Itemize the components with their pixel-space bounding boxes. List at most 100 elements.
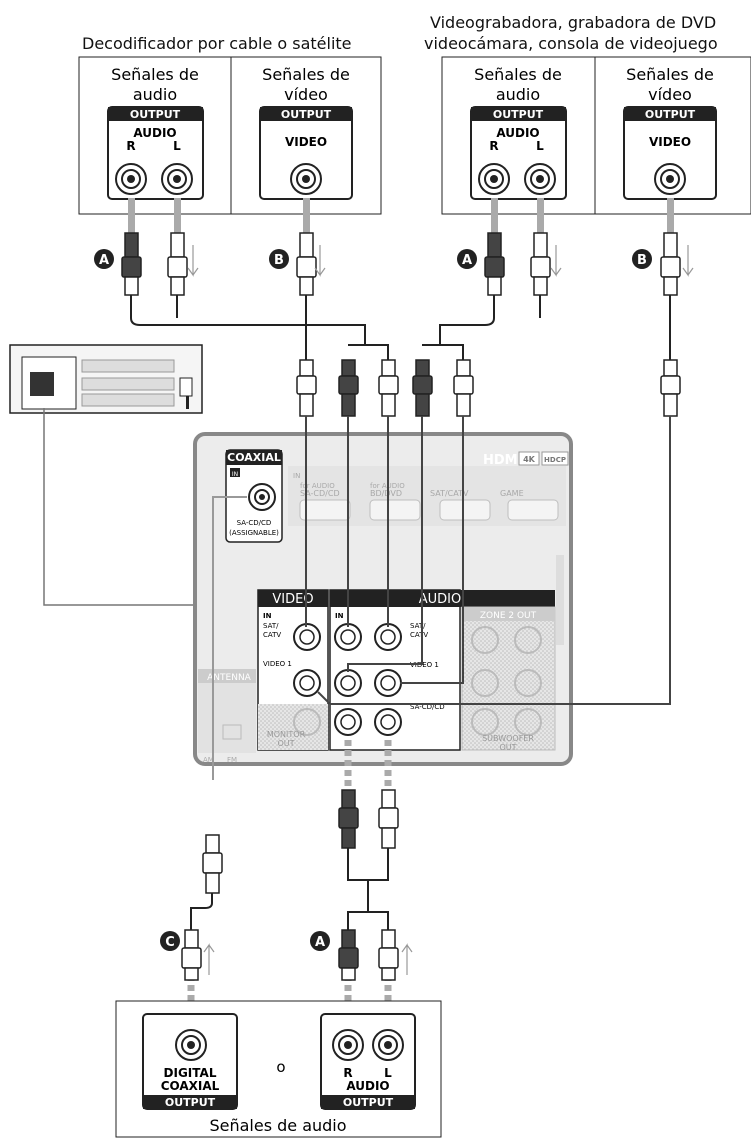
monitor-label-1: MONITOR xyxy=(267,730,306,739)
label-a-vcr-text: A xyxy=(462,253,472,268)
plug-mid-cable-video xyxy=(296,359,317,417)
subwoofer-label-2: OUT xyxy=(499,743,516,752)
vcr-video-text: VIDEO xyxy=(649,135,691,149)
cable-video-label-2: vídeo xyxy=(284,85,328,104)
vcr-audio-label-2: audio xyxy=(496,85,540,104)
audio-satcatv-2: CATV xyxy=(410,631,428,639)
bottom-wires xyxy=(190,848,389,930)
receiver-panel: COAXIAL IN SA-CD/CD (ASSIGNABLE) IN for … xyxy=(193,432,573,766)
insertion-arrows xyxy=(128,198,674,234)
audio-header: AUDIO xyxy=(419,592,462,607)
direction-arrows-bottom xyxy=(203,943,413,975)
badge-hdcp: HDCP xyxy=(544,456,566,464)
label-a-cable xyxy=(94,249,114,269)
coaxial-sacd: SA-CD/CD xyxy=(237,519,272,527)
vcr-audio-text: AUDIO xyxy=(496,126,539,140)
cable-video-output-text: OUTPUT xyxy=(281,108,332,121)
arrow-cable-r xyxy=(128,198,135,234)
cable-l-text: L xyxy=(173,139,181,153)
digital-coaxial-block xyxy=(142,1013,238,1110)
bottom-dashed-arrows xyxy=(187,740,392,1035)
plug-vcr-l xyxy=(530,232,551,296)
or-text: o xyxy=(276,1058,285,1076)
label-a-vcr xyxy=(457,249,477,269)
plug-bottom-l-low xyxy=(378,929,399,981)
cable-audio-output-text: OUTPUT xyxy=(130,108,181,121)
cable-audio-output-bar xyxy=(108,107,203,121)
video-header: VIDEO xyxy=(272,592,313,607)
hdmi-section: IN for AUDIO for AUDIO SA-CD/CD BD/DVD S… xyxy=(288,466,566,526)
cable-labels-bottom: C A xyxy=(160,931,330,951)
receiver-wires xyxy=(305,416,671,705)
cable-audio-label-2: audio xyxy=(133,85,177,104)
plug-bottom-r-low xyxy=(338,929,359,981)
zone2-label: ZONE 2 OUT xyxy=(480,611,537,621)
audio-satcatv-1: SAT/ xyxy=(410,622,426,630)
plug-mid-vcr-video xyxy=(660,359,681,417)
vcr-video-label-1: Señales de xyxy=(626,65,714,84)
bottom-l-text: L xyxy=(384,1066,392,1080)
analog-audio-block xyxy=(320,1013,416,1110)
plug-bottom-l-top xyxy=(378,789,399,849)
top-plugs xyxy=(121,232,681,296)
plug-bottom-r-top xyxy=(338,789,359,849)
vcr-l-text: L xyxy=(536,139,544,153)
arrow-vcr-video xyxy=(667,198,674,234)
bottom-caption: Señales de audio xyxy=(209,1116,346,1135)
vcr-device: Señales de audio Señales de vídeo OUTPUT… xyxy=(441,56,751,215)
plug-cable-r xyxy=(121,232,142,296)
audio-in-tag: IN xyxy=(335,612,344,620)
vcr-title-line2: videocámara, consola de videojuego xyxy=(424,34,718,53)
cable-audio-text: AUDIO xyxy=(133,126,176,140)
audio-video1: VIDEO 1 xyxy=(410,661,439,669)
gray-receiver-wires xyxy=(212,496,247,780)
plug-mid-vcr-r xyxy=(412,359,433,417)
vcr-video-output-text: OUTPUT xyxy=(645,108,696,121)
label-b-vcr xyxy=(632,249,652,269)
label-b-cable xyxy=(269,249,289,269)
hdmi-label: HDMI xyxy=(483,453,522,468)
video-satcatv-1: SAT/ xyxy=(263,622,279,630)
bottom-plugs xyxy=(181,789,399,981)
vcr-audio-output-text: OUTPUT xyxy=(493,108,544,121)
label-b-cable-text: B xyxy=(274,253,284,268)
wires xyxy=(130,295,671,360)
label-c-cable xyxy=(160,931,180,951)
receiver-thumbnail xyxy=(9,344,203,606)
monitor-label-2: OUT xyxy=(277,739,294,748)
am-label: AM xyxy=(203,756,214,764)
hdmi-input-4: GAME xyxy=(500,489,524,498)
plug-vcr-video xyxy=(660,232,681,296)
video-video1: VIDEO 1 xyxy=(263,660,292,668)
hdmi-in-tag: IN xyxy=(293,472,300,480)
video-in-tag: IN xyxy=(263,612,272,620)
direction-arrows-top xyxy=(187,245,694,277)
plug-mid-cable-r xyxy=(338,359,359,417)
plug-bottom-coax-low xyxy=(181,929,202,981)
hdmi-input-3: SAT/CATV xyxy=(430,489,469,498)
plug-bottom-coax xyxy=(202,834,223,894)
vcr-r-text: R xyxy=(489,139,498,153)
digital-text: DIGITAL xyxy=(164,1066,217,1080)
arrow-vcr-r xyxy=(491,198,498,234)
cable-video-text: VIDEO xyxy=(285,135,327,149)
bottom-audio-text: AUDIO xyxy=(346,1079,389,1093)
cable-labels-top: A B A B xyxy=(94,249,652,269)
plug-cable-l xyxy=(167,232,188,296)
cable-r-text: R xyxy=(126,139,135,153)
label-a-cable-text: A xyxy=(99,253,109,268)
vcr-video-label-2: vídeo xyxy=(648,85,692,104)
label-c-cable-text: C xyxy=(165,935,175,950)
antenna-label: ANTENNA xyxy=(207,673,252,683)
cable-video-label-1: Señales de xyxy=(262,65,350,84)
plug-cable-video xyxy=(296,232,317,296)
plug-mid-cable-l xyxy=(378,359,399,417)
hdmi-input-2: BD/DVD xyxy=(370,489,402,498)
arrow-cable-l xyxy=(174,198,181,234)
bottom-device: OUTPUT DIGITAL COAXIAL o OUTPUT R L AUDI… xyxy=(115,1000,442,1138)
coaxial-in-tag: IN xyxy=(232,471,238,478)
plug-vcr-r xyxy=(484,232,505,296)
coaxial-text: COAXIAL xyxy=(161,1079,220,1093)
subwoofer-label-1: SUBWOOFER xyxy=(482,734,534,743)
